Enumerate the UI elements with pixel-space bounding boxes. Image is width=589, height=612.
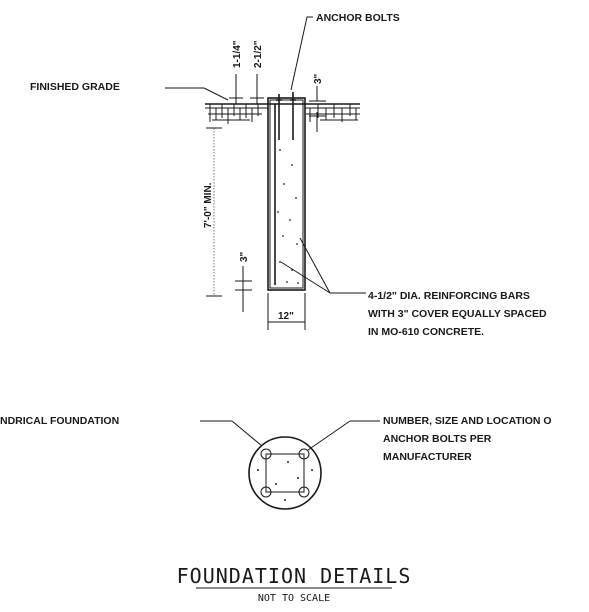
anchor-bolts-leader (290, 16, 313, 91)
finished-grade-label: FINISHED GRADE (30, 81, 120, 93)
finished-grade-leader (203, 87, 229, 101)
dim-3-bottom: 3" (239, 251, 250, 262)
concrete-pier-inner (269, 99, 304, 289)
number-size-label-line1: NUMBER, SIZE AND LOCATION O (383, 415, 552, 427)
number-size-leader (307, 420, 351, 451)
concrete-pier (267, 97, 306, 291)
reinforcing-label-line3: IN MO-610 CONCRETE. (368, 326, 484, 338)
foundation-circle (248, 436, 322, 510)
plan-aggregate (257, 461, 313, 501)
elevation-view: ANCHOR BOLTS 1-1/4" 2-1/2" FINISHED GRAD… (30, 12, 547, 338)
anchor-bolts-label: ANCHOR BOLTS (316, 12, 400, 24)
drawing-subtitle: NOT TO SCALE (258, 593, 330, 604)
dim-1-1-4: 1-1/4" (232, 40, 243, 68)
number-size-label-line2: ANCHOR BOLTS PER (383, 433, 492, 445)
dim-12: 12" (278, 311, 294, 322)
reinforcing-label-line1: 4-1/2" DIA. REINFORCING BARS (368, 290, 530, 302)
anchor-bolt-circle (298, 448, 310, 460)
dim-3-top: 3" (313, 73, 324, 84)
anchor-bolt-circle (298, 486, 310, 498)
cylindrical-foundation-leader (231, 420, 263, 447)
anchor-bolt-circle (260, 448, 272, 460)
reinforcing-label-line2: WITH 3" COVER EQUALLY SPACED (368, 308, 547, 320)
plan-view: NDRICAL FOUNDATION NUMBER, SIZE AND LOCA… (0, 415, 552, 510)
reinforcing-leader (280, 261, 331, 294)
cylindrical-foundation-label: NDRICAL FOUNDATION (0, 415, 119, 427)
drawing-title: FOUNDATION DETAILS (177, 564, 412, 588)
grade-hatching (205, 103, 360, 124)
dim-2-1-2: 2-1/2" (253, 40, 264, 68)
title-block: FOUNDATION DETAILS NOT TO SCALE (177, 564, 412, 604)
bolt-pattern-square (265, 453, 305, 493)
anchor-bolt-circle (260, 486, 272, 498)
concrete-aggregate (277, 149, 299, 284)
reinforcing-leader (299, 237, 331, 294)
number-size-label-line3: MANUFACTURER (383, 451, 472, 463)
dim-7-0-min: 7'-0" MIN. (203, 182, 214, 228)
